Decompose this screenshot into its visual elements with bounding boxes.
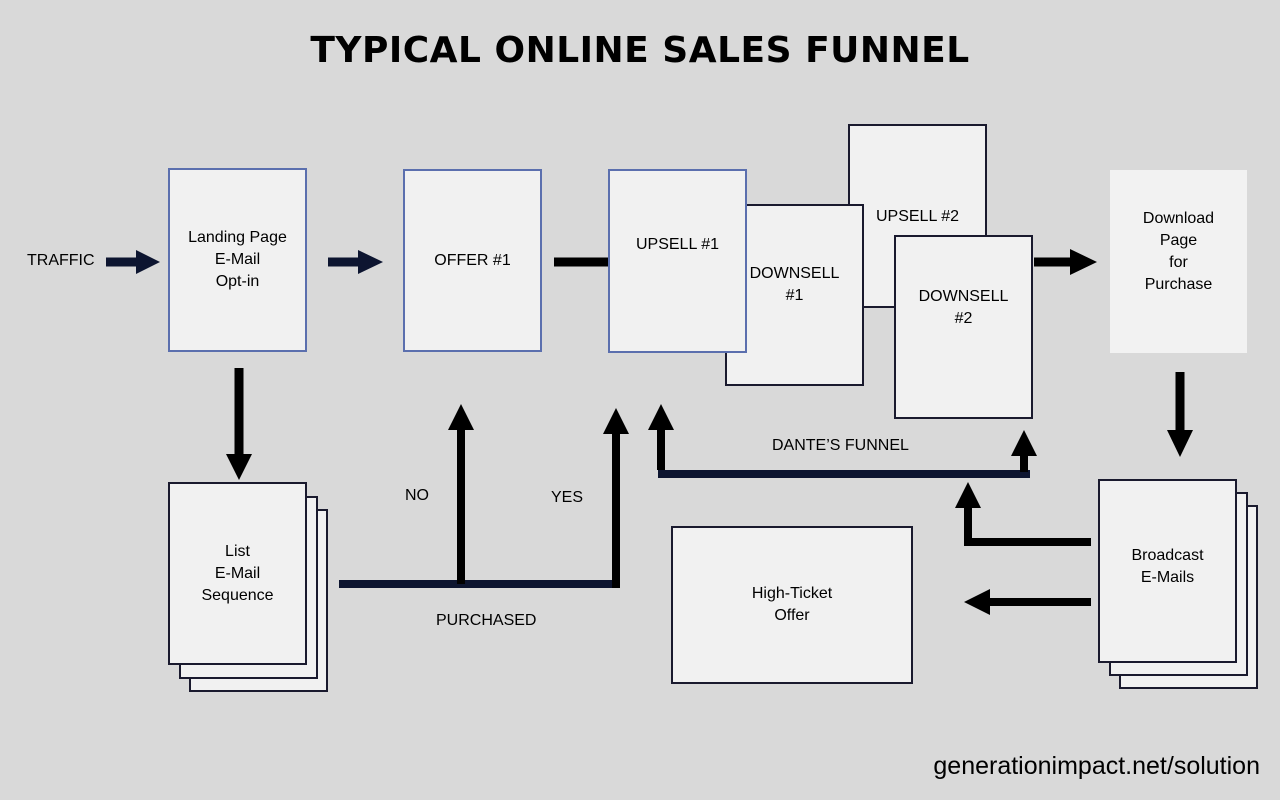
downsell1-text: DOWNSELL #1 — [749, 265, 840, 304]
download-page-text: Download Page for Purchase — [1142, 209, 1215, 293]
upsell1-text: UPSELL #1 — [635, 236, 719, 253]
landing-page-text: Landing Page E-Mail Opt-in — [188, 229, 287, 290]
list-email-box[interactable]: List E-Mail Sequence — [168, 482, 307, 665]
broadcast-box[interactable]: Broadcast E-Mails — [1098, 479, 1237, 663]
arrow-no-to-offer — [448, 404, 474, 584]
dantes-funnel-label: DANTE’S FUNNEL — [772, 437, 909, 454]
upsell1-box[interactable]: UPSELL #1 — [608, 169, 747, 353]
arrow-landing-to-offer — [328, 250, 383, 274]
arrow-to-download-page — [1034, 249, 1097, 275]
traffic-label: TRAFFIC — [27, 252, 95, 269]
download-page-box[interactable]: Download Page for Purchase — [1110, 170, 1247, 353]
offer1-box[interactable]: OFFER #1 — [403, 169, 542, 352]
footer-url: generationimpact.net/solution — [933, 752, 1260, 780]
downsell1-box[interactable]: DOWNSELL #1 — [725, 204, 864, 386]
arrow-landing-to-list — [226, 368, 252, 480]
high-ticket-box[interactable]: High-Ticket Offer — [671, 526, 913, 684]
purchased-label: PURCHASED — [436, 612, 537, 629]
arrow-dantes-right-up — [1011, 430, 1037, 472]
arrow-dantes-left-up — [648, 404, 674, 470]
diagram-title: TYPICAL ONLINE SALES FUNNEL — [310, 30, 970, 71]
arrow-broadcast-to-dantes — [955, 482, 1091, 546]
landing-page-box[interactable]: Landing Page E-Mail Opt-in — [168, 168, 307, 352]
downsell2-box[interactable]: DOWNSELL #2 — [894, 235, 1033, 419]
downsell2-text: DOWNSELL #2 — [918, 288, 1009, 327]
broadcast-text: Broadcast E-Mails — [1131, 547, 1204, 586]
offer1-text: OFFER #1 — [434, 251, 511, 269]
high-ticket-text: High-Ticket Offer — [751, 585, 833, 624]
arrow-yes-to-upsell — [603, 408, 629, 588]
list-email-text: List E-Mail Sequence — [201, 542, 274, 604]
no-label: NO — [405, 487, 429, 504]
arrow-broadcast-to-high-ticket — [964, 589, 1091, 615]
arrow-traffic-to-landing — [106, 250, 160, 274]
arrow-download-to-broadcast — [1167, 372, 1193, 457]
yes-label: YES — [551, 489, 584, 506]
upsell2-text: UPSELL #2 — [875, 208, 959, 225]
